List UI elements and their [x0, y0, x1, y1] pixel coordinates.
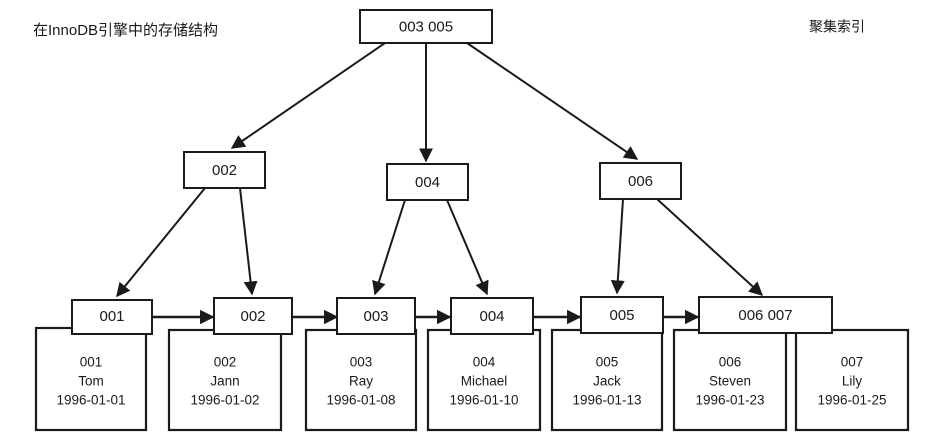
record-003-date: 1996-01-08 [326, 393, 395, 408]
leaf-node-002[interactable]: 002 [213, 297, 293, 335]
edge-006-to-leaf-006-007 [656, 198, 764, 296]
root-node[interactable]: 003 005 [359, 9, 493, 44]
record-card-007-box [794, 328, 910, 432]
edge-002-to-leaf-001 [116, 187, 206, 298]
leaf-node-003-label: 003 [363, 308, 388, 325]
record-004-id: 004 [473, 355, 496, 370]
leaf-node-005[interactable]: 005 [580, 296, 664, 334]
edge-root-to-internal-006 [466, 42, 639, 160]
record-card-002-box [167, 328, 283, 432]
internal-node-004-box [386, 163, 469, 201]
leaf-node-006-007[interactable]: 006 007 [698, 296, 833, 334]
leaf-node-002-label: 002 [240, 308, 265, 325]
record-004-name: Michael [461, 374, 508, 389]
record-card-004[interactable]: 004 Michael 1996-01-10 [426, 328, 542, 432]
record-005-date: 1996-01-13 [572, 393, 641, 408]
record-card-006-box [672, 328, 788, 432]
record-006-name: Steven [709, 374, 751, 389]
leaf-node-003[interactable]: 003 [336, 297, 416, 335]
caption-right: 聚集索引 [809, 19, 865, 35]
leaf-node-002-box [213, 297, 293, 335]
internal-node-004[interactable]: 004 [386, 163, 469, 201]
record-card-001-box [34, 326, 148, 432]
edge-004-to-leaf-003 [372, 199, 406, 296]
leaf-node-005-label: 005 [609, 307, 634, 324]
record-007-id: 007 [841, 355, 864, 370]
record-006-date: 1996-01-23 [695, 393, 764, 408]
record-card-005[interactable]: 005 Jack 1996-01-13 [550, 328, 664, 432]
record-003-id: 003 [350, 355, 373, 370]
internal-node-002[interactable]: 002 [183, 151, 266, 189]
internal-node-002-label: 002 [212, 162, 237, 179]
internal-node-006[interactable]: 006 [599, 162, 682, 200]
record-card-001[interactable]: 001 Tom 1996-01-01 [34, 326, 148, 432]
leaf-node-001[interactable]: 001 [71, 299, 153, 335]
record-001-date: 1996-01-01 [56, 393, 125, 408]
record-card-003[interactable]: 003 Ray 1996-01-08 [304, 328, 418, 432]
caption-left: 在InnoDB引擎中的存储结构 [33, 22, 218, 39]
record-card-004-box [426, 328, 542, 432]
record-card-006[interactable]: 006 Steven 1996-01-23 [672, 328, 788, 432]
leaf-node-006-007-box [698, 296, 833, 334]
record-card-002[interactable]: 002 Jann 1996-01-02 [167, 328, 283, 432]
leaf-node-006-007-label: 006 007 [738, 307, 792, 324]
leaf-node-004[interactable]: 004 [450, 297, 534, 335]
edge-004-to-leaf-004 [446, 199, 489, 296]
internal-node-006-box [599, 162, 682, 200]
leaf-node-004-label: 004 [479, 308, 504, 325]
leaf-node-005-box [580, 296, 664, 334]
record-001-name: Tom [78, 374, 104, 389]
leaf-node-003-box [336, 297, 416, 335]
root-node-label: 003 005 [399, 18, 453, 35]
record-004-date: 1996-01-10 [449, 393, 518, 408]
record-005-name: Jack [593, 374, 621, 389]
leaf-node-004-box [450, 297, 534, 335]
internal-node-002-box [183, 151, 266, 189]
root-node-box [359, 9, 493, 44]
record-card-003-box [304, 328, 418, 432]
record-002-date: 1996-01-02 [190, 393, 259, 408]
edge-006-to-leaf-005 [610, 198, 625, 295]
record-007-name: Lily [842, 374, 863, 389]
record-005-id: 005 [596, 355, 619, 370]
leaf-node-001-label: 001 [99, 308, 124, 325]
record-007-date: 1996-01-25 [817, 393, 886, 408]
record-006-id: 006 [719, 355, 742, 370]
record-001-id: 001 [80, 355, 103, 370]
internal-node-004-label: 004 [415, 174, 440, 191]
record-002-id: 002 [214, 355, 237, 370]
record-002-name: Jann [210, 374, 239, 389]
internal-node-006-label: 006 [628, 173, 653, 190]
record-card-007[interactable]: 007 Lily 1996-01-25 [794, 328, 910, 432]
edge-root-to-internal-002 [230, 42, 386, 149]
leaf-node-001-box [71, 299, 153, 335]
edge-002-to-leaf-002 [239, 187, 258, 296]
record-003-name: Ray [349, 374, 373, 389]
